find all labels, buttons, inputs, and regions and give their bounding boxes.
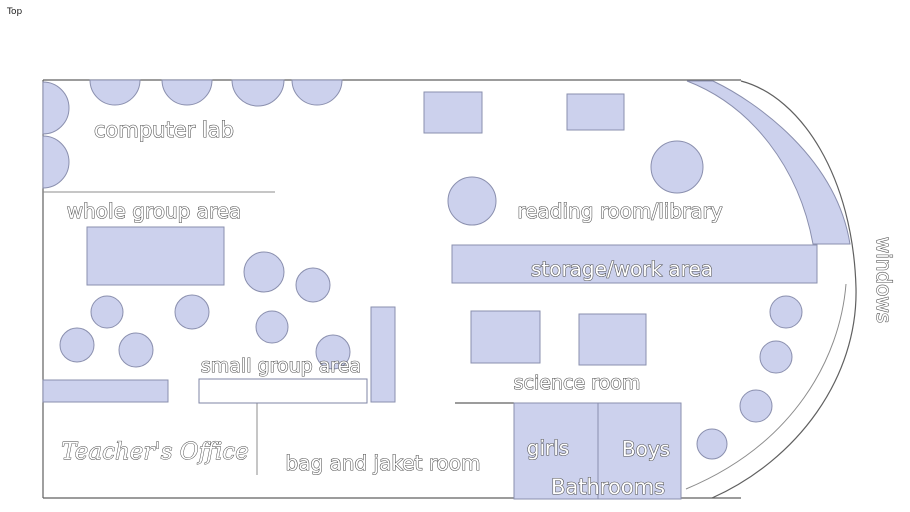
chair-6 bbox=[59, 327, 95, 363]
office-desk bbox=[42, 379, 169, 403]
reading-table-1 bbox=[423, 91, 483, 134]
corner-chair-4 bbox=[696, 428, 728, 460]
label-girls-bathroom: girls bbox=[527, 436, 569, 460]
chair-2 bbox=[295, 267, 331, 303]
corner-chair-2 bbox=[759, 340, 793, 374]
storage-counter bbox=[451, 244, 818, 284]
corner-chair-3 bbox=[739, 389, 773, 423]
computer-station-1 bbox=[89, 79, 141, 106]
group-table bbox=[86, 226, 225, 286]
label-teachers-office: Teacher's Office bbox=[61, 439, 249, 465]
computer-station-6 bbox=[42, 135, 70, 189]
science-table-1 bbox=[470, 310, 541, 364]
label-reading-room: reading room/library bbox=[517, 199, 722, 223]
label-bathrooms: Bathrooms bbox=[551, 475, 665, 499]
computer-station-3 bbox=[231, 79, 285, 107]
reading-chair-1 bbox=[447, 176, 497, 226]
chair-4 bbox=[174, 294, 210, 330]
label-small-group-area: small group area bbox=[201, 355, 361, 377]
label-storage-work-area: storage/work area bbox=[531, 257, 713, 281]
label-windows: windows bbox=[872, 237, 896, 323]
label-computer-lab: computer lab bbox=[94, 118, 234, 142]
label-whole-group-area: whole group area bbox=[67, 199, 242, 223]
window-inner-arc bbox=[685, 283, 847, 490]
chair-1 bbox=[243, 251, 285, 293]
small-group-table bbox=[198, 378, 368, 404]
chair-8 bbox=[315, 334, 351, 370]
computer-station-5 bbox=[42, 81, 70, 135]
curved-shelf-band bbox=[686, 80, 851, 245]
science-table-2 bbox=[578, 313, 647, 366]
reading-chair-2 bbox=[650, 140, 704, 194]
chair-3 bbox=[90, 295, 124, 329]
reading-table-2 bbox=[566, 93, 625, 131]
label-bag-jacket-room: bag and jaket room bbox=[286, 451, 481, 475]
bookshelf bbox=[370, 306, 396, 403]
computer-station-2 bbox=[161, 79, 213, 106]
window-outer-arc bbox=[711, 80, 857, 499]
label-science-room: science room bbox=[514, 372, 641, 394]
corner-chair-1 bbox=[769, 295, 803, 329]
chair-5 bbox=[255, 310, 289, 344]
label-boys-bathroom: Boys bbox=[622, 437, 670, 461]
viewport-view-label: Top bbox=[6, 7, 22, 17]
computer-station-4 bbox=[291, 79, 343, 106]
chair-7 bbox=[118, 332, 154, 368]
